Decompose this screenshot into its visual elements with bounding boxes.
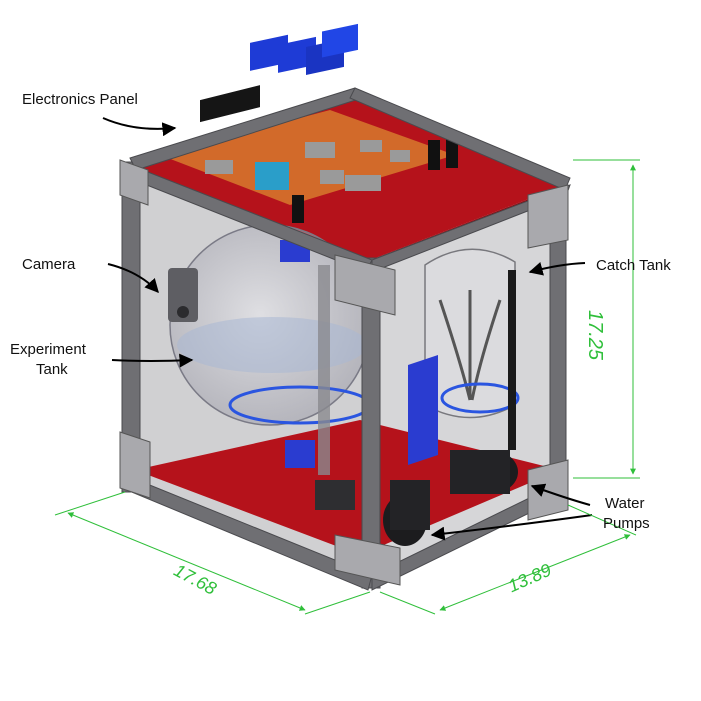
camera-label: Camera xyxy=(22,256,76,273)
catch-tank-arrow xyxy=(528,261,586,276)
experiment-tank-label-line2: Tank xyxy=(36,361,68,378)
tank-mount-blue xyxy=(285,440,315,468)
catch-tank-post xyxy=(508,270,516,450)
capacitors xyxy=(292,132,458,223)
corner-brackets xyxy=(119,159,569,586)
water-pumps-label-line2: Pumps xyxy=(603,515,650,532)
water-pumps-label-line1: Water xyxy=(605,495,645,512)
camera-body xyxy=(168,268,198,322)
inner-rail xyxy=(318,265,330,475)
relay-modules xyxy=(250,23,358,75)
catch-tank-label: Catch Tank xyxy=(596,257,671,274)
experiment-tank-label-line1: Experiment xyxy=(10,341,86,358)
water-pumps-arrow-lower xyxy=(430,514,593,541)
blue-sensor xyxy=(255,162,289,190)
catch-tank-base-ring xyxy=(440,382,520,414)
camera-lens xyxy=(177,306,189,318)
camera-arrow xyxy=(107,263,159,294)
height-dimension: 17.25 xyxy=(584,310,606,361)
electronics-panel-arrow xyxy=(102,117,177,137)
black-module xyxy=(200,85,260,123)
electronics-panel-label: Electronics Panel xyxy=(22,91,138,108)
water-pumps-arrow-upper xyxy=(530,483,591,506)
catch-tank-ribs xyxy=(438,290,502,401)
dimension-lines xyxy=(54,159,640,615)
experiment-tank-arrow xyxy=(111,353,194,368)
pcb-components xyxy=(205,140,410,191)
pump-bracket xyxy=(408,355,438,465)
water-pumps xyxy=(315,450,518,546)
experiment-tank-water xyxy=(177,317,367,373)
